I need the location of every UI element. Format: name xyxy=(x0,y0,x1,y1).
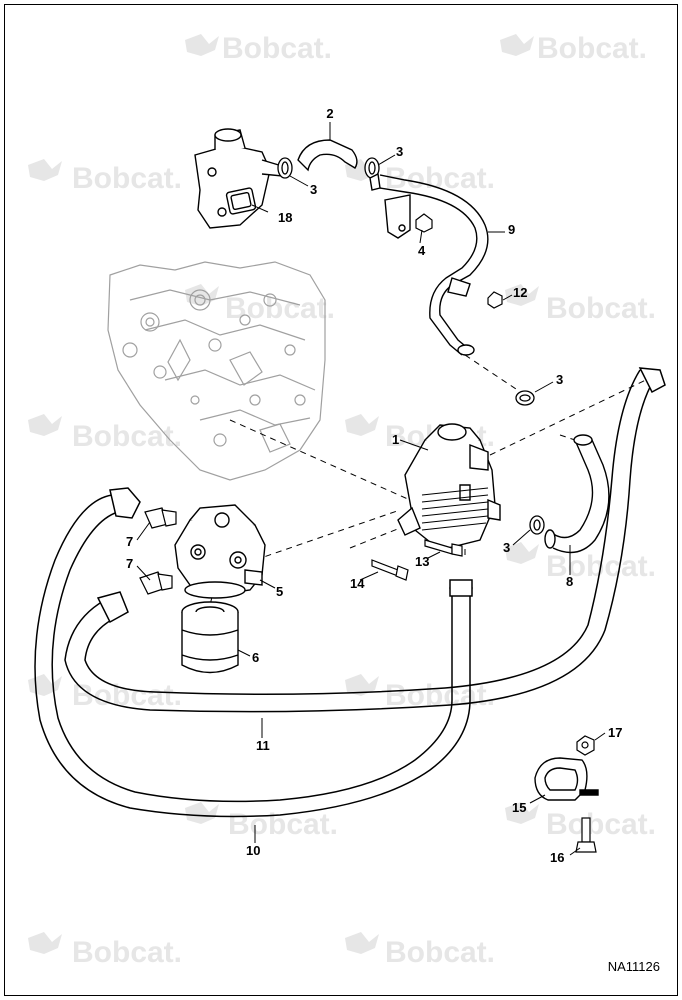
nut-17 xyxy=(576,735,595,756)
hose-2 xyxy=(297,139,358,172)
callout-6: 6 xyxy=(252,650,259,665)
watermark: Bobcat. xyxy=(185,284,335,325)
hose-11 xyxy=(64,367,666,713)
callout-4: 4 xyxy=(418,243,426,258)
callout-13: 13 xyxy=(415,554,429,569)
watermark: Bobcat. xyxy=(505,542,656,583)
callout-labels: 2 3 3 18 4 9 12 3 1 3 8 13 14 7 7 5 6 11… xyxy=(126,106,622,865)
callout-11: 11 xyxy=(256,738,270,753)
watermark-text: Bobcat. xyxy=(225,292,335,325)
watermark-text: Bobcat. xyxy=(72,936,182,969)
callout-14: 14 xyxy=(350,576,365,591)
callout-1: 1 xyxy=(392,432,399,447)
callout-3: 3 xyxy=(396,144,403,159)
oil-cooler xyxy=(397,423,501,551)
watermark-text: Bobcat. xyxy=(228,808,338,841)
hose-clamp xyxy=(277,157,380,179)
watermark-text: Bobcat. xyxy=(546,292,656,325)
hose-10 xyxy=(34,487,473,818)
watermark-text: Bobcat. xyxy=(72,162,182,195)
bolt xyxy=(371,539,463,581)
reference-code: NA11126 xyxy=(607,959,660,974)
bolt-16 xyxy=(575,817,597,853)
callout-15: 15 xyxy=(512,800,526,815)
watermark-text: Bobcat. xyxy=(385,162,495,195)
callout-7: 7 xyxy=(126,556,133,571)
callout-16: 16 xyxy=(550,850,564,865)
callout-10: 10 xyxy=(246,843,260,858)
callout-5: 5 xyxy=(276,584,283,599)
watermark-text: Bobcat. xyxy=(72,420,182,453)
watermark: Bobcat. xyxy=(345,932,495,969)
engine-block xyxy=(107,261,326,481)
watermark: Bobcat. xyxy=(505,802,656,841)
watermark: Bobcat. xyxy=(28,159,182,195)
watermark: Bobcat. xyxy=(505,284,656,325)
callout-17: 17 xyxy=(608,725,622,740)
oil-filter xyxy=(181,601,239,674)
callout-12: 12 xyxy=(513,285,527,300)
watermark: Bobcat. xyxy=(28,414,182,453)
callout-3: 3 xyxy=(310,182,317,197)
watermark-text: Bobcat. xyxy=(546,808,656,841)
callout-8: 8 xyxy=(566,574,573,589)
callout-9: 9 xyxy=(508,222,515,237)
hose-8 xyxy=(544,434,610,554)
oil-filter-head xyxy=(174,504,266,599)
watermark: Bobcat. xyxy=(28,932,182,969)
diagram-frame xyxy=(4,4,678,996)
callout-leaders xyxy=(136,122,606,856)
watermark: Bobcat. xyxy=(500,32,647,65)
callout-2: 2 xyxy=(326,106,333,121)
callout-7: 7 xyxy=(126,534,133,549)
watermark: Bobcat. xyxy=(185,802,338,841)
coolant-tube-9 xyxy=(369,172,489,356)
callout-18: 18 xyxy=(278,210,292,225)
watermark: Bobcat. xyxy=(185,32,332,65)
fitting-7 xyxy=(139,507,177,595)
callout-3: 3 xyxy=(556,372,563,387)
callout-3: 3 xyxy=(503,540,510,555)
bolt xyxy=(415,213,503,309)
hose-clamp xyxy=(515,390,545,535)
hose-bracket xyxy=(534,757,599,801)
watermark-text: Bobcat. xyxy=(222,32,332,65)
thermostat-housing xyxy=(194,128,283,229)
watermark-text: Bobcat. xyxy=(537,32,647,65)
watermark: Bobcat. xyxy=(28,674,182,712)
watermark-text: Bobcat. xyxy=(385,936,495,969)
